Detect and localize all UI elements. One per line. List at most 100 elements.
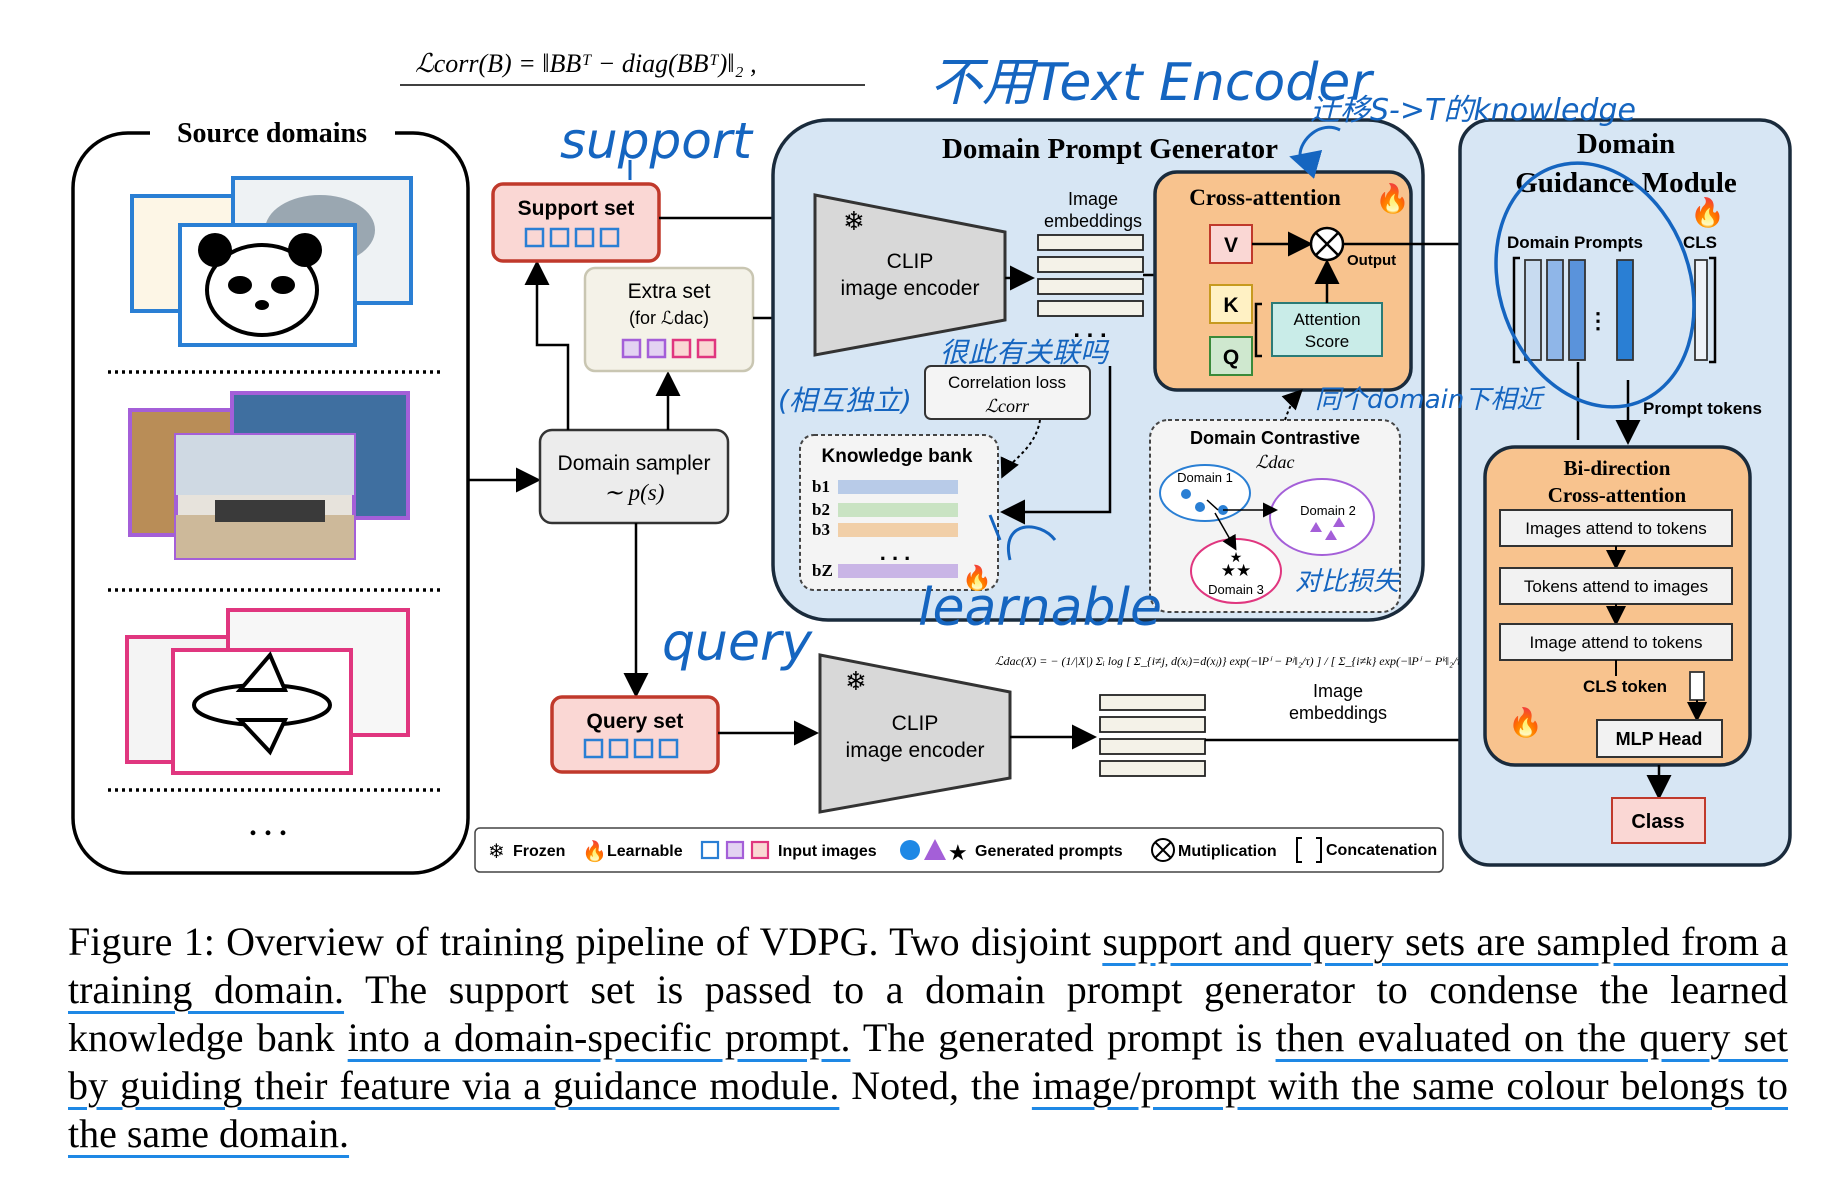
class-label: Class xyxy=(1631,811,1684,833)
caption-part-1: Figure 1: Overview of training pipeline … xyxy=(68,919,1103,964)
cls-label: CLS xyxy=(1683,233,1717,252)
image-embeddings-label-2: embeddings xyxy=(1044,211,1142,231)
kb-row-label: b3 xyxy=(812,520,830,539)
clip-bottom-label-1: CLIP xyxy=(892,712,939,735)
v-label: V xyxy=(1224,234,1238,257)
domain3-images xyxy=(125,608,410,775)
caption-part-4: Noted, the xyxy=(839,1063,1032,1108)
annotation-text-encoder: 不用Text Encoder xyxy=(930,53,1375,113)
clip-encoder-bottom xyxy=(818,653,1012,814)
bidir-step-2-label: Tokens attend to images xyxy=(1524,577,1708,596)
caption-part-2: The support set is passed to a domain pr… xyxy=(68,967,1788,1060)
bidir-title-2: Cross-attention xyxy=(1548,483,1687,507)
prompt-tokens-label: Prompt tokens xyxy=(1643,399,1762,418)
domain1-label: Domain 1 xyxy=(1177,470,1233,485)
annotation-correlation: 很此有关联吗 xyxy=(940,336,1110,369)
annotation-transfer: 迁移S->T的knowledge xyxy=(1310,93,1636,128)
more-domains-ellipsis: . . . xyxy=(249,809,287,842)
prompt-bracket xyxy=(1512,256,1520,364)
frozen-icon: ❄ xyxy=(845,666,867,696)
kb-row-bar xyxy=(838,523,958,537)
caption-part-3: The generated prompt is xyxy=(850,1015,1276,1060)
embeddings-ellipsis: . . . xyxy=(1073,316,1106,343)
domain2-images xyxy=(128,391,410,560)
query-set-box xyxy=(550,695,720,774)
cls-token xyxy=(1689,671,1705,701)
query-input-squares xyxy=(583,738,679,759)
svg-text:⋮: ⋮ xyxy=(1587,308,1609,333)
output-label: Output xyxy=(1347,252,1396,269)
kb-row-bar xyxy=(838,564,958,578)
image-embeddings-bottom-label-2: embeddings xyxy=(1289,703,1387,723)
legend-concatenation: Concatenation xyxy=(1326,842,1437,859)
legend-learnable: Learnable xyxy=(607,843,683,860)
domain-prompt-tokens xyxy=(1524,259,1708,361)
kb-row-label: bZ xyxy=(812,561,833,580)
learnable-icon: 🔥 xyxy=(962,564,992,592)
legend-input-images: Input images xyxy=(778,843,877,860)
domain3-label: Domain 3 xyxy=(1208,582,1264,597)
prompt-bracket xyxy=(1709,256,1717,364)
image-embeddings-bottom-label-1: Image xyxy=(1313,681,1363,701)
caption-underline-2: into a domain-specific prompt. xyxy=(347,1015,851,1060)
domain-sampler-box xyxy=(538,428,730,525)
legend-circle-icon xyxy=(900,840,920,860)
dotted-arrow xyxy=(1281,389,1303,421)
support-input-squares xyxy=(524,227,620,248)
k-box xyxy=(1209,284,1253,324)
annotation-learnable: learnable xyxy=(918,578,1162,638)
kb-row-bar xyxy=(838,503,958,517)
legend-multiplication: Mutiplication xyxy=(1178,843,1277,860)
kb-row-bar xyxy=(838,480,958,494)
attention-score-label-1: Attention xyxy=(1293,310,1360,329)
caption-underline-4: image/prompt with the same colour belong… xyxy=(68,1063,1789,1156)
annotation-query: query xyxy=(662,613,813,673)
annotation-circle xyxy=(1494,161,1696,409)
cross-attention-title: Cross-attention xyxy=(1189,185,1341,210)
annotation-contrastive: 对比损失 xyxy=(1295,567,1401,597)
annotation-decorrelate: (相互独立) xyxy=(778,384,912,417)
dgm-title-2: Guidance Module xyxy=(1515,167,1737,199)
annotation-support: support xyxy=(560,112,754,170)
knowledge-bank-title: Knowledge bank xyxy=(822,446,973,467)
correlation-loss-label: Correlation loss xyxy=(948,373,1066,392)
image-embeddings-bottom xyxy=(1099,694,1206,777)
caption-underline-3: then evaluated on the query set by guidi… xyxy=(68,1015,1789,1108)
figure-caption: Figure 1: Overview of training pipeline … xyxy=(68,918,1788,1158)
legend-square-blue xyxy=(700,840,720,860)
bidir-step-1-label: Images attend to tokens xyxy=(1525,519,1706,538)
frozen-icon: ❄ xyxy=(488,841,505,863)
dac-equation: ℒdac(X) = − (1/|X|) Σᵢ log [ Σ_{i≠j, d(x… xyxy=(995,654,1479,668)
bidir-step-3 xyxy=(1499,623,1733,661)
clip-bottom-label-2: image encoder xyxy=(846,739,985,762)
domain-contrastive-symbol: ℒdac xyxy=(1256,452,1295,472)
arrow xyxy=(524,260,570,430)
kq-bracket xyxy=(1254,302,1262,358)
learnable-icon: 🔥 xyxy=(1508,706,1543,739)
query-set-label: Query set xyxy=(587,710,684,733)
image-embeddings-label-1: Image xyxy=(1068,189,1118,209)
clip-encoder-top xyxy=(813,193,1007,357)
learnable-icon: 🔥 xyxy=(582,839,607,863)
learnable-icon: 🔥 xyxy=(1375,182,1410,215)
attention-score-label-2: Score xyxy=(1305,332,1349,351)
domain-contrastive-title: Domain Contrastive xyxy=(1190,428,1360,448)
legend-square-pink xyxy=(750,840,770,860)
domain1-cluster xyxy=(1159,464,1251,522)
dpg-title: Domain Prompt Generator xyxy=(942,133,1278,165)
bidir-step-1 xyxy=(1499,509,1733,547)
frozen-icon: ❄ xyxy=(843,206,865,236)
domain-sampler-dist: ∼ p(s) xyxy=(604,480,665,505)
mlp-head-label: MLP Head xyxy=(1616,729,1703,749)
q-label: Q xyxy=(1223,346,1239,369)
legend xyxy=(474,827,1444,873)
class-box xyxy=(1611,797,1706,844)
corr-equation: ℒcorr(B) = ‖BBᵀ − diag(BBᵀ)‖₂ , xyxy=(415,49,757,78)
annotation-same-domain: 同个domain下相近 xyxy=(1315,385,1546,415)
legend-triangle-icon xyxy=(924,839,946,860)
bidir-title-1: Bi-direction xyxy=(1564,456,1671,480)
legend-frozen: Frozen xyxy=(513,843,565,860)
arrow xyxy=(1000,366,1112,525)
